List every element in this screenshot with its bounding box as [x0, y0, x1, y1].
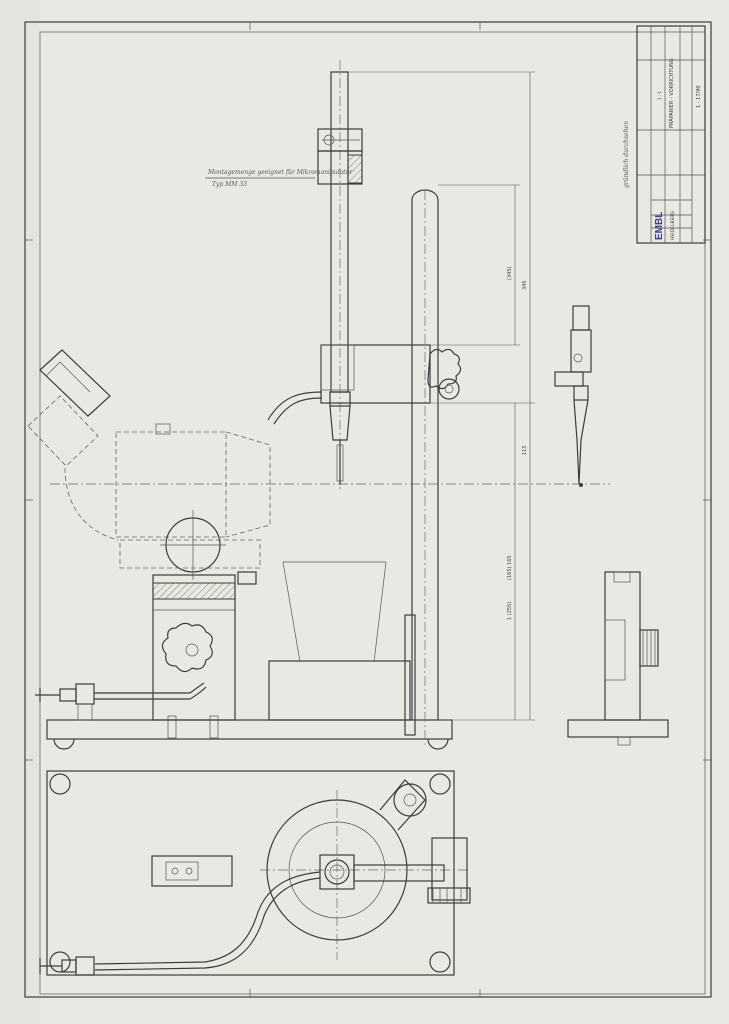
dim-label-4: (165) 165 — [507, 555, 513, 580]
drawing-number: 1 - 17/90 — [696, 85, 702, 108]
side-view-stand — [567, 571, 669, 746]
drawing-title: PRÄPARIER - VORRICHTUNG — [668, 58, 675, 128]
microscope-head — [27, 349, 271, 580]
assembly-note-line2: Typ MM 33 — [212, 181, 247, 188]
dim-label-5: 1 (255) — [507, 602, 513, 620]
assembly-note-line1: Montagemenge geeignet für Mikromanipulat… — [207, 169, 353, 176]
institute-label: HEIDELBERG — [670, 211, 676, 240]
scale-label: 1 : 1 — [657, 91, 662, 100]
drawing-frame — [24, 21, 712, 998]
dim-label-3: 115 — [522, 445, 528, 455]
margin-note: gründlich durchsehen — [623, 121, 630, 188]
dim-label-1: (345) — [507, 267, 513, 280]
front-view — [27, 60, 610, 750]
dimension-lines: (345) 345 115 (165) 165 1 (255) — [348, 71, 535, 721]
title-block: EMBL HEIDELBERG PRÄPARIER - VORRICHTUNG … — [636, 25, 706, 244]
dim-label-2: 345 — [522, 280, 528, 290]
embl-logo: EMBL — [654, 212, 665, 240]
top-view — [39, 770, 471, 976]
side-detail-needle-holder — [554, 305, 592, 487]
